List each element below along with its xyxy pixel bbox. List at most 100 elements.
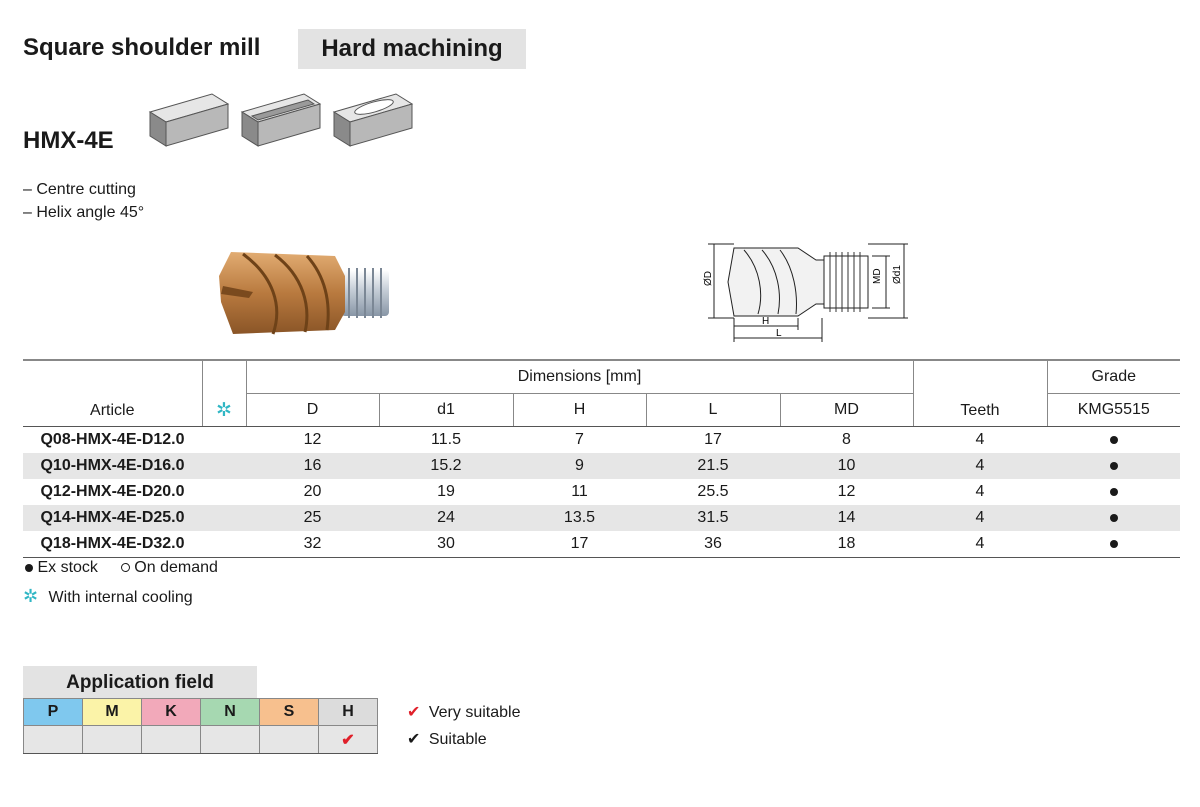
cell-teeth: 4 — [913, 453, 1047, 479]
article-code: Q14-HMX-4E-D25.0 — [23, 505, 202, 531]
suitable-label: Suitable — [428, 731, 487, 748]
cell-teeth: 4 — [913, 505, 1047, 531]
feature-centre-cutting: – Centre cutting — [23, 181, 136, 198]
col-H-header: H — [512, 393, 646, 427]
page-title: Square shoulder mill — [23, 34, 261, 61]
on-demand-label: On demand — [134, 559, 218, 576]
suitability-cell-m — [82, 725, 142, 754]
material-group-m: M — [82, 698, 142, 726]
dim-D-label: ØD — [703, 271, 714, 286]
slot-block-icon — [240, 93, 322, 147]
application-field-title: Application field — [23, 666, 257, 698]
cell-L: 17 — [704, 431, 722, 448]
col-article-header: Article — [23, 359, 202, 427]
cell-teeth: 4 — [913, 531, 1047, 558]
cell-MD: 10 — [780, 453, 913, 479]
cell-D: 25 — [246, 505, 379, 531]
dim-H-label: H — [762, 316, 769, 327]
cell-L: 21.5 — [646, 453, 780, 479]
internal-cooling-icon: ✲ — [201, 359, 246, 427]
cell-L: 36 — [646, 531, 780, 558]
dimensions-group-header: Dimensions [mm] — [245, 359, 913, 394]
cell-D: 12 — [303, 431, 322, 448]
material-group-s: S — [259, 698, 319, 726]
ex-stock-dot-icon — [1047, 505, 1180, 531]
model-name: HMX-4E — [23, 127, 114, 154]
material-group-n: N — [200, 698, 260, 726]
material-group-p: P — [23, 698, 83, 726]
feature-helix-angle: – Helix angle 45° — [23, 204, 145, 221]
cell-H: 13.5 — [513, 505, 646, 531]
table-row: Q10-HMX-4E-D16.0 16 15.2 9 21.5 10 4 — [23, 453, 1180, 479]
cell-MD: 12 — [837, 483, 856, 500]
category-tag: Hard machining — [298, 29, 526, 69]
operation-icons — [148, 93, 414, 147]
col-L-header: L — [645, 393, 780, 427]
cell-H: 11 — [571, 483, 588, 500]
material-group-k: K — [141, 698, 201, 726]
article-code: Q18-HMX-4E-D32.0 — [23, 531, 202, 558]
cell-L: 31.5 — [646, 505, 780, 531]
cell-D: 16 — [246, 453, 379, 479]
very-suitable-label: Very suitable — [428, 704, 521, 721]
dim-d1-label: Ød1 — [892, 265, 903, 284]
col-grade-header: KMG5515 — [1046, 393, 1180, 427]
table-row: Q18-HMX-4E-D32.0 32 30 17 36 18 4 — [23, 531, 1180, 558]
cell-d1: 24 — [379, 505, 513, 531]
cooling-legend: ✲ With internal cooling — [23, 586, 193, 607]
stock-legend: Ex stock On demand — [25, 559, 218, 577]
cooling-label: With internal cooling — [48, 589, 193, 606]
product-image — [219, 252, 389, 335]
cell-d1: 15.2 — [379, 453, 513, 479]
on-demand-icon — [120, 563, 130, 573]
cell-teeth: 4 — [975, 483, 985, 500]
cell-MD: 18 — [780, 531, 913, 558]
ex-stock-dot-icon — [1047, 479, 1180, 505]
col-d1-header: d1 — [378, 393, 513, 427]
article-code: Q12-HMX-4E-D20.0 — [40, 483, 185, 500]
ex-stock-dot-icon — [1047, 453, 1180, 479]
cell-H: 17 — [513, 531, 646, 558]
suitability-cell-n — [200, 725, 260, 754]
very-suitable-check-icon: ✔ — [407, 704, 421, 721]
cell-d1: 30 — [379, 531, 513, 558]
pocket-block-icon — [332, 93, 414, 147]
cell-d1: 11.5 — [431, 431, 461, 448]
shoulder-block-icon — [148, 93, 230, 147]
suitability-cell-p — [23, 725, 83, 754]
suitable-legend: ✔ Suitable — [407, 729, 487, 749]
cell-teeth: 4 — [975, 431, 985, 448]
col-teeth-header: Teeth — [912, 359, 1047, 427]
cell-MD: 14 — [780, 505, 913, 531]
very-suitable-legend: ✔ Very suitable — [407, 702, 520, 722]
cell-MD: 8 — [842, 431, 851, 448]
dim-MD-label: MD — [872, 268, 883, 284]
cell-H: 7 — [575, 431, 584, 448]
internal-cooling-legend-icon: ✲ — [23, 586, 39, 606]
very-suitable-check-icon: ✔ — [341, 731, 355, 749]
ex-stock-dot-icon — [1047, 531, 1180, 558]
table-row: Q08-HMX-4E-D12.0 12 11.5 7 17 8 4 — [23, 427, 1180, 454]
suitable-check-icon: ✔ — [407, 731, 421, 748]
cell-D: 20 — [303, 483, 322, 500]
specification-table: Article ✲ Dimensions [mm] Teeth Grade D … — [23, 359, 1180, 558]
col-MD-header: MD — [779, 393, 913, 427]
table-row: Q14-HMX-4E-D25.0 25 24 13.5 31.5 14 4 — [23, 505, 1180, 531]
table-row: Q12-HMX-4E-D20.0 20 19 11 25.5 12 4 — [23, 479, 1180, 505]
article-code: Q08-HMX-4E-D12.0 — [40, 431, 185, 448]
material-group-h: H — [318, 698, 378, 726]
cell-D: 32 — [246, 531, 379, 558]
cell-L: 25.5 — [697, 483, 729, 500]
cell-d1: 19 — [437, 483, 455, 500]
ex-stock-icon — [25, 563, 33, 572]
dim-L-label: L — [776, 328, 782, 339]
dimension-drawing: ØD MD Ød1 H L — [703, 243, 908, 342]
col-D-header: D — [245, 393, 379, 427]
article-code: Q10-HMX-4E-D16.0 — [23, 453, 202, 479]
suitability-cell-k — [141, 725, 201, 754]
grade-group-header: Grade — [1046, 359, 1180, 394]
cell-H: 9 — [513, 453, 646, 479]
suitability-cell-h: ✔ — [318, 725, 378, 754]
ex-stock-label: Ex stock — [37, 559, 98, 576]
suitability-cell-s — [259, 725, 319, 754]
